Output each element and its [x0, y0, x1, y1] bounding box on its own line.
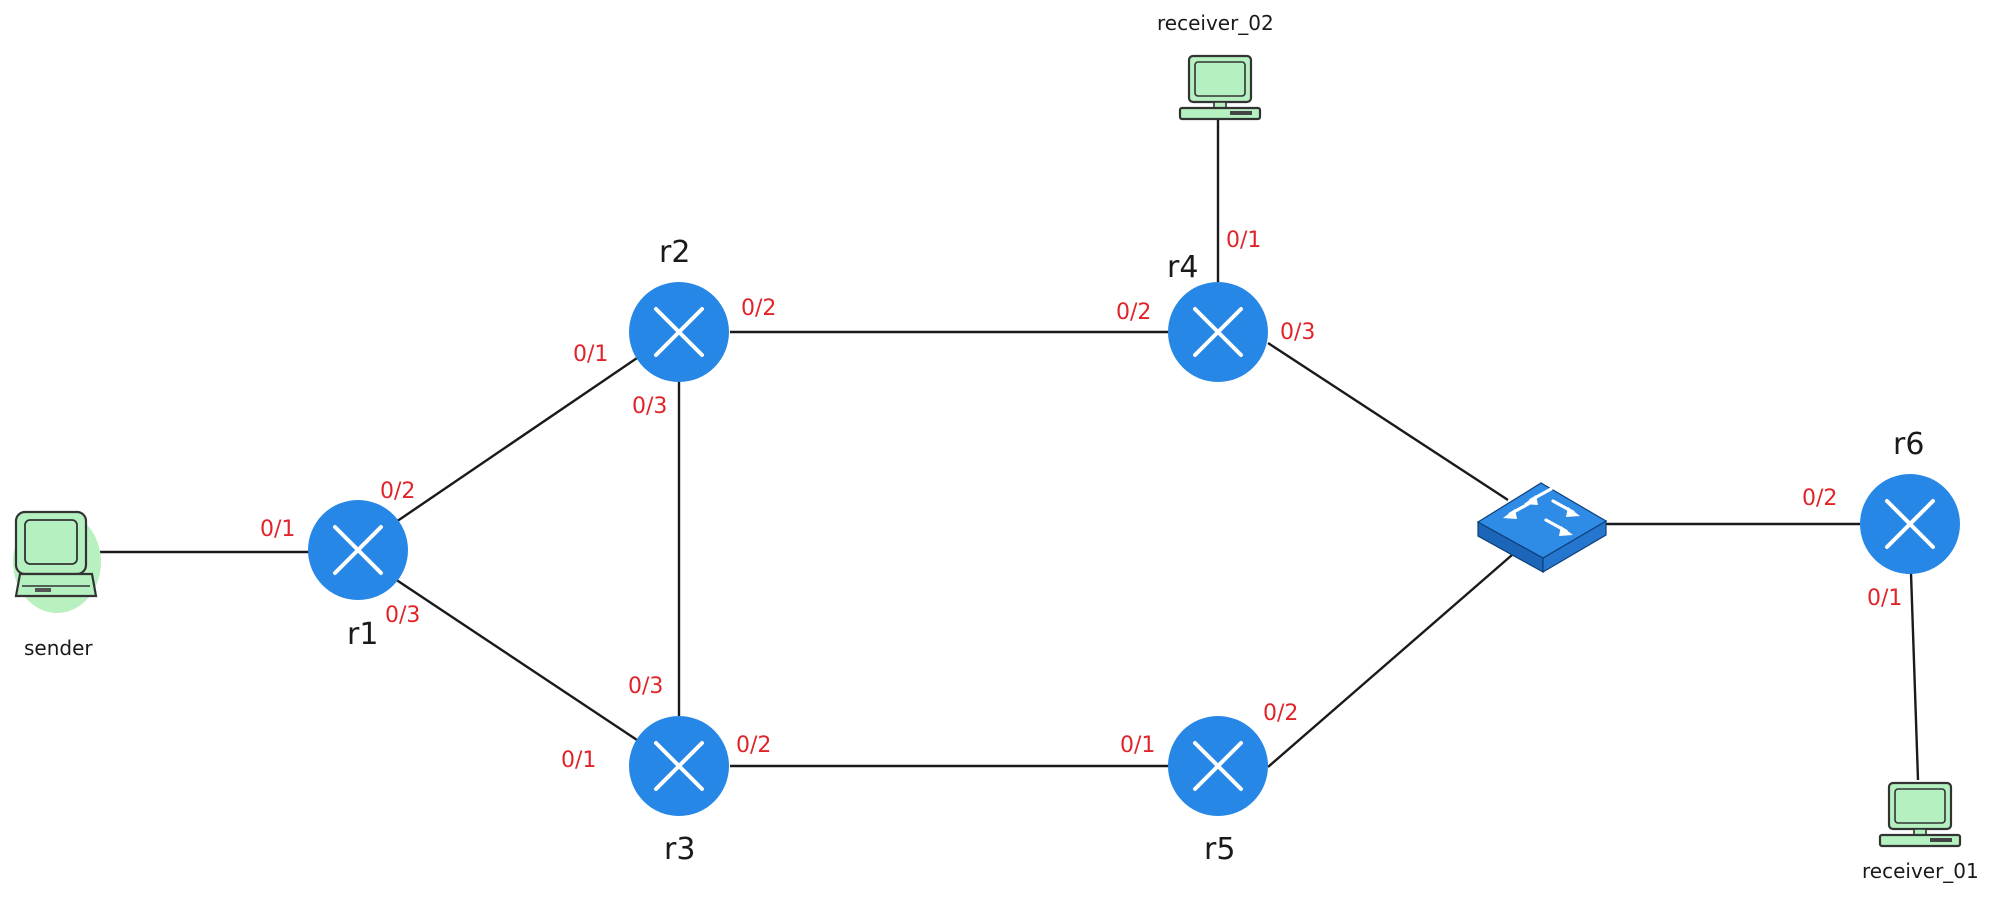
router-r3[interactable]: r3: [629, 716, 729, 867]
router-label: r6: [1893, 427, 1924, 462]
host-label: receiver_01: [1862, 859, 1979, 883]
host-receiver_02[interactable]: receiver_02: [1157, 11, 1274, 121]
router-label: r3: [664, 832, 695, 867]
host-label: receiver_02: [1157, 11, 1274, 35]
port-label: 0/3: [385, 603, 420, 628]
port-label: 0/1: [561, 748, 596, 773]
router-r6[interactable]: r6: [1860, 427, 1960, 574]
link-r1-r3: [391, 576, 641, 743]
port-label: 0/1: [1226, 228, 1261, 253]
port-label: 0/1: [260, 517, 295, 542]
port-label: 0/2: [1802, 486, 1837, 511]
computer-icon: [1878, 781, 1962, 848]
links: [95, 120, 1920, 781]
router-r5[interactable]: r5: [1168, 716, 1268, 867]
computer-icon: [14, 510, 98, 598]
router-label: r1: [347, 617, 378, 652]
computer-icon: [1178, 54, 1262, 121]
port-label: 0/1: [573, 342, 608, 367]
switch-icon[interactable]: [1476, 482, 1608, 574]
port-label: 0/3: [632, 394, 667, 419]
port-label: 0/2: [1263, 701, 1298, 726]
switch-top: [1476, 482, 1608, 559]
link-r4-switch: [1267, 341, 1509, 502]
link-r5-switch: [1267, 554, 1513, 768]
router-label: r5: [1204, 832, 1235, 867]
port-label: 0/3: [1280, 320, 1315, 345]
port-labels: 0/1 0/2 0/1 0/3 0/1 0/3 0/3 0/2 0/2 0/2 …: [260, 228, 1902, 773]
host-sender[interactable]: sender: [13, 510, 101, 660]
router-label: r4: [1167, 250, 1198, 285]
host-receiver_01[interactable]: receiver_01: [1862, 781, 1979, 883]
port-label: 0/2: [741, 296, 776, 321]
port-label: 0/2: [1116, 300, 1151, 325]
router-label: r2: [659, 235, 690, 270]
router-r1[interactable]: r1: [308, 500, 408, 652]
port-label: 0/1: [1867, 586, 1902, 611]
host-label: sender: [24, 636, 93, 660]
link-r6-receiver_01: [1909, 572, 1920, 781]
port-label: 0/3: [628, 674, 663, 699]
port-label: 0/1: [1120, 733, 1155, 758]
link-r1-r2: [389, 355, 641, 527]
router-r2[interactable]: r2: [629, 235, 729, 382]
switch-arrows: [1503, 487, 1580, 536]
port-label: 0/2: [736, 733, 771, 758]
router-r4[interactable]: r4: [1167, 250, 1268, 382]
port-label: 0/2: [380, 479, 415, 504]
